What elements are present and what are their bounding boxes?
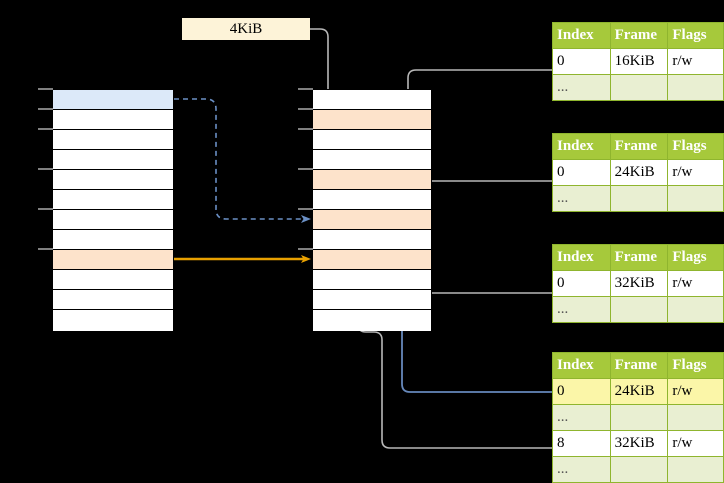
cell-index: 0	[552, 159, 611, 186]
cell-flags: r/w	[667, 378, 724, 405]
cell-flags: r/w	[667, 48, 724, 75]
left-tick-4	[38, 208, 53, 210]
left-cell-11[interactable]	[53, 310, 173, 331]
physical-memory-block	[312, 89, 432, 331]
column-header-frame: Frame	[609, 244, 669, 271]
table-row[interactable]: ...	[552, 74, 724, 101]
cell-flags	[667, 74, 724, 101]
cell-frame	[609, 185, 669, 212]
cell-frame: 32KiB	[609, 430, 669, 457]
table-row[interactable]: ...	[552, 296, 724, 323]
cell-index: ...	[552, 185, 611, 212]
column-header-flags: Flags	[667, 244, 724, 271]
cell-index: 8	[552, 430, 611, 457]
size-label-4kib: 4KiB	[182, 18, 310, 40]
mid-tick-5	[298, 248, 313, 250]
cell-index: ...	[552, 74, 611, 101]
cell-flags	[667, 456, 724, 483]
left-tick-2	[38, 128, 53, 130]
left-cell-8[interactable]	[53, 250, 173, 270]
cell-index: 0	[552, 378, 611, 405]
mid-cell-9[interactable]	[313, 270, 431, 290]
column-header-frame: Frame	[609, 352, 669, 379]
column-header-index: Index	[552, 352, 611, 379]
cell-index: 0	[552, 48, 611, 75]
cell-flags: r/w	[667, 430, 724, 457]
mid-tick-4	[298, 208, 313, 210]
mid-cell-2[interactable]	[313, 130, 431, 150]
left-cell-0[interactable]	[53, 90, 173, 110]
column-header-frame: Frame	[609, 133, 669, 160]
mid-cell-3[interactable]	[313, 150, 431, 170]
virtual-address-space-block	[52, 89, 174, 331]
cell-frame: 32KiB	[609, 270, 669, 297]
mid-cell-5[interactable]	[313, 190, 431, 210]
table-row[interactable]: ...	[552, 404, 724, 431]
left-cell-1[interactable]	[53, 110, 173, 130]
cell-flags	[667, 404, 724, 431]
mid-cell-10[interactable]	[313, 290, 431, 310]
column-header-flags: Flags	[667, 352, 724, 379]
cell-flags: r/w	[667, 159, 724, 186]
cell-index: ...	[552, 404, 611, 431]
left-cell-9[interactable]	[53, 270, 173, 290]
left-cell-3[interactable]	[53, 150, 173, 170]
mid-tick-2	[298, 128, 313, 130]
column-header-index: Index	[552, 244, 611, 271]
cell-index: ...	[552, 296, 611, 323]
mid-cell-4[interactable]	[313, 170, 431, 190]
left-cell-7[interactable]	[53, 230, 173, 250]
left-cell-6[interactable]	[53, 210, 173, 230]
cell-frame	[609, 74, 669, 101]
cell-index: ...	[552, 456, 611, 483]
column-header-frame: Frame	[609, 22, 669, 49]
column-header-index: Index	[552, 22, 611, 49]
mid-cell-0[interactable]	[313, 90, 431, 110]
cell-flags: r/w	[667, 270, 724, 297]
mid-tick-3	[298, 168, 313, 170]
left-cell-2[interactable]	[53, 130, 173, 150]
mid-tick-0	[298, 88, 313, 90]
cell-index: 0	[552, 270, 611, 297]
left-tick-5	[38, 248, 53, 250]
cell-frame	[609, 296, 669, 323]
left-cell-4[interactable]	[53, 170, 173, 190]
cell-frame	[609, 404, 669, 431]
cell-frame	[609, 456, 669, 483]
mid-cell-6[interactable]	[313, 210, 431, 230]
mid-cell-7[interactable]	[313, 230, 431, 250]
left-cell-10[interactable]	[53, 290, 173, 310]
column-header-index: Index	[552, 133, 611, 160]
left-tick-0	[38, 88, 53, 90]
left-tick-1	[38, 108, 53, 110]
column-header-flags: Flags	[667, 22, 724, 49]
column-header-flags: Flags	[667, 133, 724, 160]
cell-frame: 16KiB	[609, 48, 669, 75]
cell-flags	[667, 185, 724, 212]
left-cell-5[interactable]	[53, 190, 173, 210]
cell-flags	[667, 296, 724, 323]
table-row[interactable]: ...	[552, 456, 724, 483]
cell-frame: 24KiB	[609, 378, 669, 405]
mid-cell-8[interactable]	[313, 250, 431, 270]
mid-tick-1	[298, 108, 313, 110]
mid-cell-1[interactable]	[313, 110, 431, 130]
left-tick-3	[38, 168, 53, 170]
table-row[interactable]: ...	[552, 185, 724, 212]
mid-cell-11[interactable]	[313, 310, 431, 331]
cell-frame: 24KiB	[609, 159, 669, 186]
